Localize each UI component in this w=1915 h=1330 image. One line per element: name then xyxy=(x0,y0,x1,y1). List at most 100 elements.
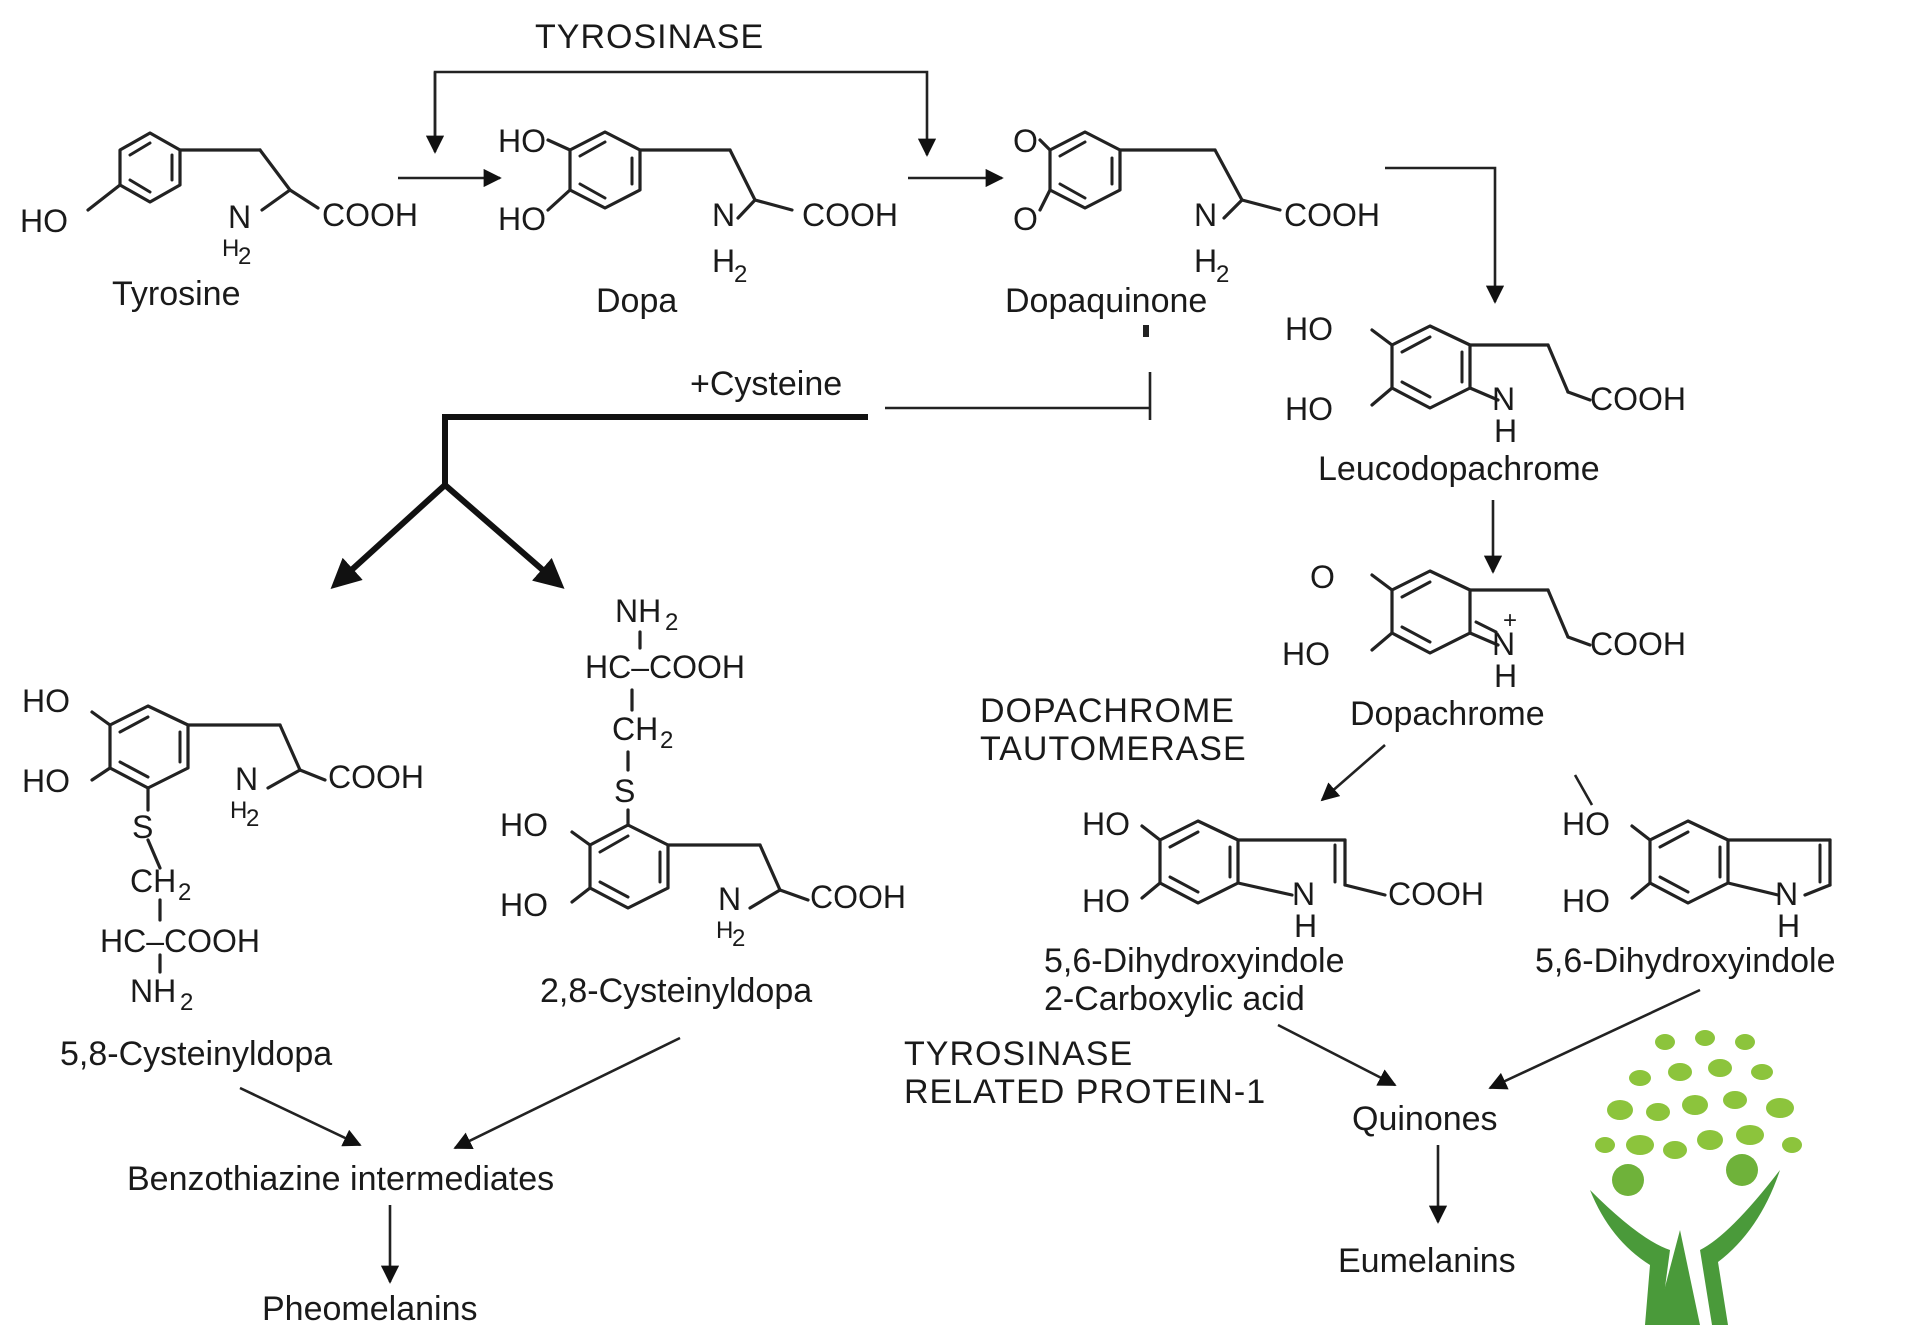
cys58-cooh: COOH xyxy=(328,759,424,795)
tyrosine-h2-sub: 2 xyxy=(238,243,251,270)
label-dopaquinone: Dopaquinone xyxy=(1005,282,1207,320)
tyrosine-ho: HO xyxy=(20,203,68,239)
logo-leaf xyxy=(1736,1125,1764,1145)
tyrosine-n: N xyxy=(228,199,251,235)
leucodopachrome-structure: HO HO N H COOH xyxy=(1285,311,1686,449)
dhica-structure: HO HO N H COOH xyxy=(1082,806,1484,944)
logo-leaf xyxy=(1751,1064,1773,1080)
enzyme-trp1-1: TYROSINASE xyxy=(904,1035,1133,1073)
cys58-nh2: NH xyxy=(130,973,176,1009)
dopachrome-n: N xyxy=(1492,626,1515,662)
enzyme-tyrosinase-top: TYROSINASE xyxy=(535,18,764,56)
cys28-ho-bottom: HO xyxy=(500,887,548,923)
cys58-nh2-sub: 2 xyxy=(180,989,193,1016)
label-dhi: 5,6-Dihydroxyindole xyxy=(1535,942,1836,980)
dopaquinone-o-bottom: O xyxy=(1013,201,1038,237)
logo-leaf xyxy=(1626,1135,1654,1155)
cys28-ho-top: HO xyxy=(500,807,548,843)
arrow-cys28-benzothiazine xyxy=(453,1036,681,1150)
cys28-ch2: CH xyxy=(612,711,658,747)
dopaquinone-h2-sub: 2 xyxy=(1216,261,1229,288)
label-dhica-2: 2-Carboxylic acid xyxy=(1044,980,1305,1018)
label-benzothiazine: Benzothiazine intermediates xyxy=(127,1160,554,1198)
dopa-ho-bottom: HO xyxy=(498,201,546,237)
cys28-ch2-sub: 2 xyxy=(660,727,673,754)
dopaquinone-structure: O O N H 2 COOH xyxy=(1013,123,1380,288)
cys58-ho-bottom: HO xyxy=(22,763,70,799)
dopachrome-plus: + xyxy=(1503,607,1517,634)
arrow-cys58-benzothiazine xyxy=(239,1086,362,1147)
cysteine-branch-line xyxy=(442,414,868,485)
tyrosine-cooh: COOH xyxy=(322,197,418,233)
logo-person-right xyxy=(1700,1170,1780,1325)
logo-leaf xyxy=(1595,1137,1615,1153)
dopaquinone-inhibit-dot xyxy=(1143,325,1149,337)
label-dopachrome: Dopachrome xyxy=(1350,695,1545,733)
logo-trunk xyxy=(1655,1230,1700,1325)
dhica-n: N xyxy=(1292,876,1315,912)
logo-leaf xyxy=(1655,1034,1675,1050)
dhica-cooh: COOH xyxy=(1388,876,1484,912)
label-leucodopachrome: Leucodopachrome xyxy=(1318,450,1600,488)
arrow-dopaquinone-leucodopachrome xyxy=(1385,166,1505,304)
cys58-s: S xyxy=(132,809,153,845)
cys58-ch2-sub: 2 xyxy=(178,879,191,906)
leuco-cooh: COOH xyxy=(1590,381,1686,417)
dopaquinone-n: N xyxy=(1194,197,1217,233)
leuco-ho-bottom: HO xyxy=(1285,391,1333,427)
dhica-h: H xyxy=(1294,908,1317,944)
dopachrome-o: O xyxy=(1310,559,1335,595)
enzyme-dopachrome-tautomerase-1: DOPACHROME xyxy=(980,692,1235,730)
logo-leaf xyxy=(1782,1137,1802,1153)
logo-leaf xyxy=(1708,1059,1732,1077)
dopachrome-structure: O HO + N H COOH xyxy=(1282,559,1686,694)
label-pheomelanins: Pheomelanins xyxy=(262,1290,477,1325)
dopa-cooh: COOH xyxy=(802,197,898,233)
dhi-structure: HO HO N H xyxy=(1562,806,1832,944)
arrow-branch-left xyxy=(330,482,448,590)
dopa-n: N xyxy=(712,197,735,233)
logo-leaf xyxy=(1723,1091,1747,1109)
logo-leaf xyxy=(1697,1130,1723,1150)
dhi-ho-top: HO xyxy=(1562,806,1610,842)
cys28-nh2: NH xyxy=(615,593,661,629)
label-dopa: Dopa xyxy=(596,282,677,320)
cys28-s: S xyxy=(614,773,635,809)
label-dhica-1: 5,6-Dihydroxyindole xyxy=(1044,942,1345,980)
cys28-h2: H xyxy=(716,917,733,944)
cys58-ch2: CH xyxy=(130,863,176,899)
label-cys58: 5,8-Cysteinyldopa xyxy=(60,1035,332,1073)
tyrosine-structure: HO N H 2 COOH xyxy=(20,131,418,270)
label-cys28: 2,8-Cysteinyldopa xyxy=(540,972,812,1010)
logo-leaf xyxy=(1629,1070,1651,1086)
dopachrome-ho: HO xyxy=(1282,636,1330,672)
dhi-h: H xyxy=(1777,908,1800,944)
logo-leaf xyxy=(1646,1103,1670,1121)
logo-leaf xyxy=(1766,1098,1794,1118)
leuco-ho-top: HO xyxy=(1285,311,1333,347)
dopa-h2-sub: 2 xyxy=(734,261,747,288)
logo-head-left xyxy=(1612,1164,1644,1196)
dopaquinone-o-top: O xyxy=(1013,123,1038,159)
dhi-ho-bottom: HO xyxy=(1562,883,1610,919)
dopachrome-cooh: COOH xyxy=(1590,626,1686,662)
leuco-h: H xyxy=(1494,413,1517,449)
dopachrome-h: H xyxy=(1494,658,1517,694)
reagent-cysteine: +Cysteine xyxy=(690,365,842,403)
arrow-branch-right xyxy=(443,482,565,589)
dopaquinone-cooh: COOH xyxy=(1284,197,1380,233)
dhica-ho-top: HO xyxy=(1082,806,1130,842)
dopa-h2: H xyxy=(712,243,735,279)
dopa-ho-top: HO xyxy=(498,123,546,159)
arrow-dopachrome-dhica xyxy=(1320,744,1386,802)
dhi-n: N xyxy=(1775,876,1798,912)
cys58-structure: HO HO N H 2 COOH S CH 2 HC–COOH NH 2 xyxy=(22,683,424,1016)
label-quinones: Quinones xyxy=(1352,1100,1498,1138)
cys58-h2-sub: 2 xyxy=(246,805,259,832)
arrow-dopachrome-dhi xyxy=(1573,774,1594,806)
cys28-hc-cooh: HC–COOH xyxy=(585,649,745,685)
logo-leaf xyxy=(1682,1095,1708,1115)
logo-leaf xyxy=(1663,1141,1687,1159)
tree-people-logo xyxy=(1590,1030,1802,1325)
